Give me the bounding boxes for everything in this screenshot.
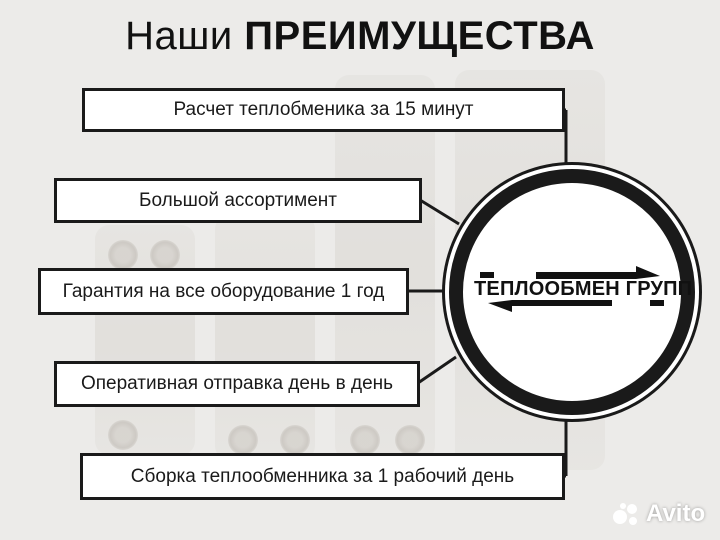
- advantage-box-assembly: Сборка теплообменника за 1 рабочий день: [80, 453, 565, 500]
- background-plate: [215, 215, 315, 460]
- advantage-box-assortment: Большой ассортимент: [54, 178, 422, 223]
- watermark-text: Avito: [646, 500, 706, 527]
- background-port: [280, 425, 310, 455]
- advantage-label: Гарантия на все оборудование 1 год: [62, 280, 385, 302]
- title-light: Наши: [125, 14, 233, 58]
- background-port: [350, 425, 380, 455]
- avito-watermark: Avito: [612, 500, 712, 528]
- advantage-label: Расчет теплобменика за 15 минут: [173, 99, 474, 120]
- avito-dots-icon: [613, 503, 637, 525]
- background-port: [228, 425, 258, 455]
- advantage-label: Сборка теплообменника за 1 рабочий день: [130, 465, 515, 487]
- title-bold: ПРЕИМУЩЕСТВА: [244, 14, 595, 58]
- background-port: [395, 425, 425, 455]
- advantage-label: Большой ассортимент: [139, 189, 337, 211]
- background-port: [150, 240, 180, 270]
- advantage-box-calculation: Расчет теплобменика за 15 минут: [82, 88, 565, 132]
- advantage-box-shipping: Оперативная отправка день в день: [54, 361, 420, 407]
- advantage-label: Оперативная отправка день в день: [80, 373, 394, 394]
- page-title: Наши ПРЕИМУЩЕСТВА: [0, 14, 720, 59]
- background-port: [108, 240, 138, 270]
- background-port: [108, 420, 138, 450]
- company-logo-text: ТЕПЛООБМЕН ГРУПП: [474, 278, 693, 300]
- advantage-box-warranty: Гарантия на все оборудование 1 год: [38, 268, 409, 315]
